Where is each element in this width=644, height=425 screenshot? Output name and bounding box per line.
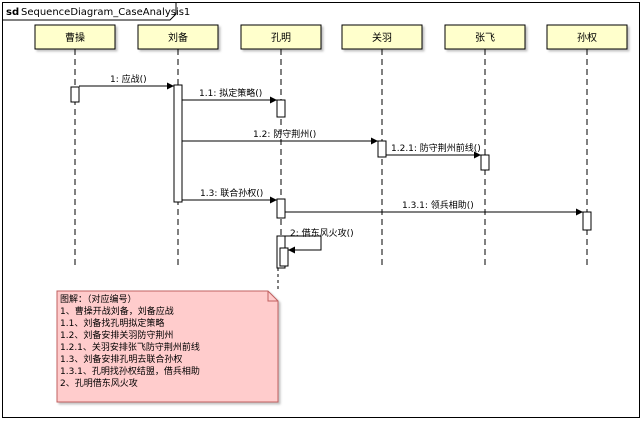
note-line: 1.3、刘备安排孔明去联合孙权 <box>60 353 182 365</box>
activation-bar <box>173 84 183 203</box>
activation-bar <box>377 140 387 158</box>
note-line: 图解：（对应编号） <box>60 293 137 305</box>
lifeline-guanyu[interactable]: 关羽 <box>341 24 423 268</box>
message-m1_1[interactable]: 1.1: 拟定策略() <box>182 87 277 104</box>
message-m1_2_1[interactable]: 1.2.1: 防守荆州前线() <box>386 142 481 159</box>
activation-bar <box>279 247 289 267</box>
lifeline-zhangfei[interactable]: 张飞 <box>444 24 526 268</box>
activation-bar <box>480 154 490 171</box>
note-corner-fold <box>267 291 278 302</box>
note-shape <box>56 290 279 403</box>
activation-bar <box>70 86 80 103</box>
lifeline-name: 孙权 <box>577 31 597 44</box>
message-m1_3_1[interactable]: 1.3.1: 领兵相助() <box>285 199 583 216</box>
lifeline-name: 曹操 <box>65 31 85 44</box>
message-label: 1.2.1: 防守荆州前线() <box>391 142 481 154</box>
lifeline-liubei[interactable]: 刘备 <box>137 24 219 268</box>
frame-tag <box>2 2 177 21</box>
note-line: 1.3.1、孔明找孙权结盟，借兵相助 <box>60 365 200 377</box>
message-m1_3[interactable]: 1.3: 联合孙权() <box>182 187 277 204</box>
explanation-note[interactable]: 图解：（对应编号）1、曹操开战刘备，刘备应战1.1、刘备找孔明拟定策略1.2、刘… <box>56 290 279 403</box>
lifeline-name: 刘备 <box>168 31 188 44</box>
activation-bar <box>582 211 592 231</box>
message-label: 1.1: 拟定策略() <box>199 87 262 99</box>
lifeline-caocao[interactable]: 曹操 <box>34 24 116 268</box>
message-m1[interactable]: 1: 应战() <box>79 73 174 90</box>
activation-bar <box>276 99 286 118</box>
lifeline-name: 张飞 <box>475 32 495 44</box>
note-line: 1.2.1、关羽安排张飞防守荆州前线 <box>60 341 200 353</box>
message-m2[interactable]: 2: 借东风火攻() <box>285 227 354 254</box>
note-line: 1.2、刘备安排关羽防守荆州 <box>60 329 173 341</box>
message-label: 1.3.1: 领兵相助() <box>402 199 474 211</box>
frame-name: SequenceDiagram_CaseAnalysis1 <box>21 7 190 18</box>
message-label: 1.3: 联合孙权() <box>200 187 263 199</box>
note-line: 1、曹操开战刘备，刘备应战 <box>60 305 174 317</box>
lifeline-sunquan[interactable]: 孙权 <box>546 24 628 268</box>
note-line: 2、孔明借东风火攻 <box>60 377 138 389</box>
messages: 1: 应战() 1.1: 拟定策略() 1.2: 防守荆州() 1.2.1: 防守荆州… <box>79 73 583 254</box>
note-line: 1.1、刘备找孔明拟定策略 <box>60 317 164 329</box>
lifeline-name: 孔明 <box>271 32 291 44</box>
message-label: 1.2: 防守荆州() <box>253 128 316 140</box>
lifeline-head[interactable] <box>546 24 628 50</box>
frame-keyword: sd <box>6 7 19 18</box>
activation-bars <box>70 84 592 269</box>
lifeline-name: 关羽 <box>372 31 392 44</box>
self-message-arrow <box>285 235 322 254</box>
message-m1_2[interactable]: 1.2: 防守荆州() <box>182 128 378 145</box>
lifeline-head[interactable] <box>240 24 322 50</box>
message-label: 1: 应战() <box>110 73 147 85</box>
activation-bar <box>276 198 286 219</box>
lifelines: 曹操 刘备 孔明 关羽 张飞 孙权 <box>34 24 628 268</box>
message-label: 2: 借东风火攻() <box>290 227 354 239</box>
lifeline-kongming[interactable]: 孔明 <box>240 24 322 268</box>
